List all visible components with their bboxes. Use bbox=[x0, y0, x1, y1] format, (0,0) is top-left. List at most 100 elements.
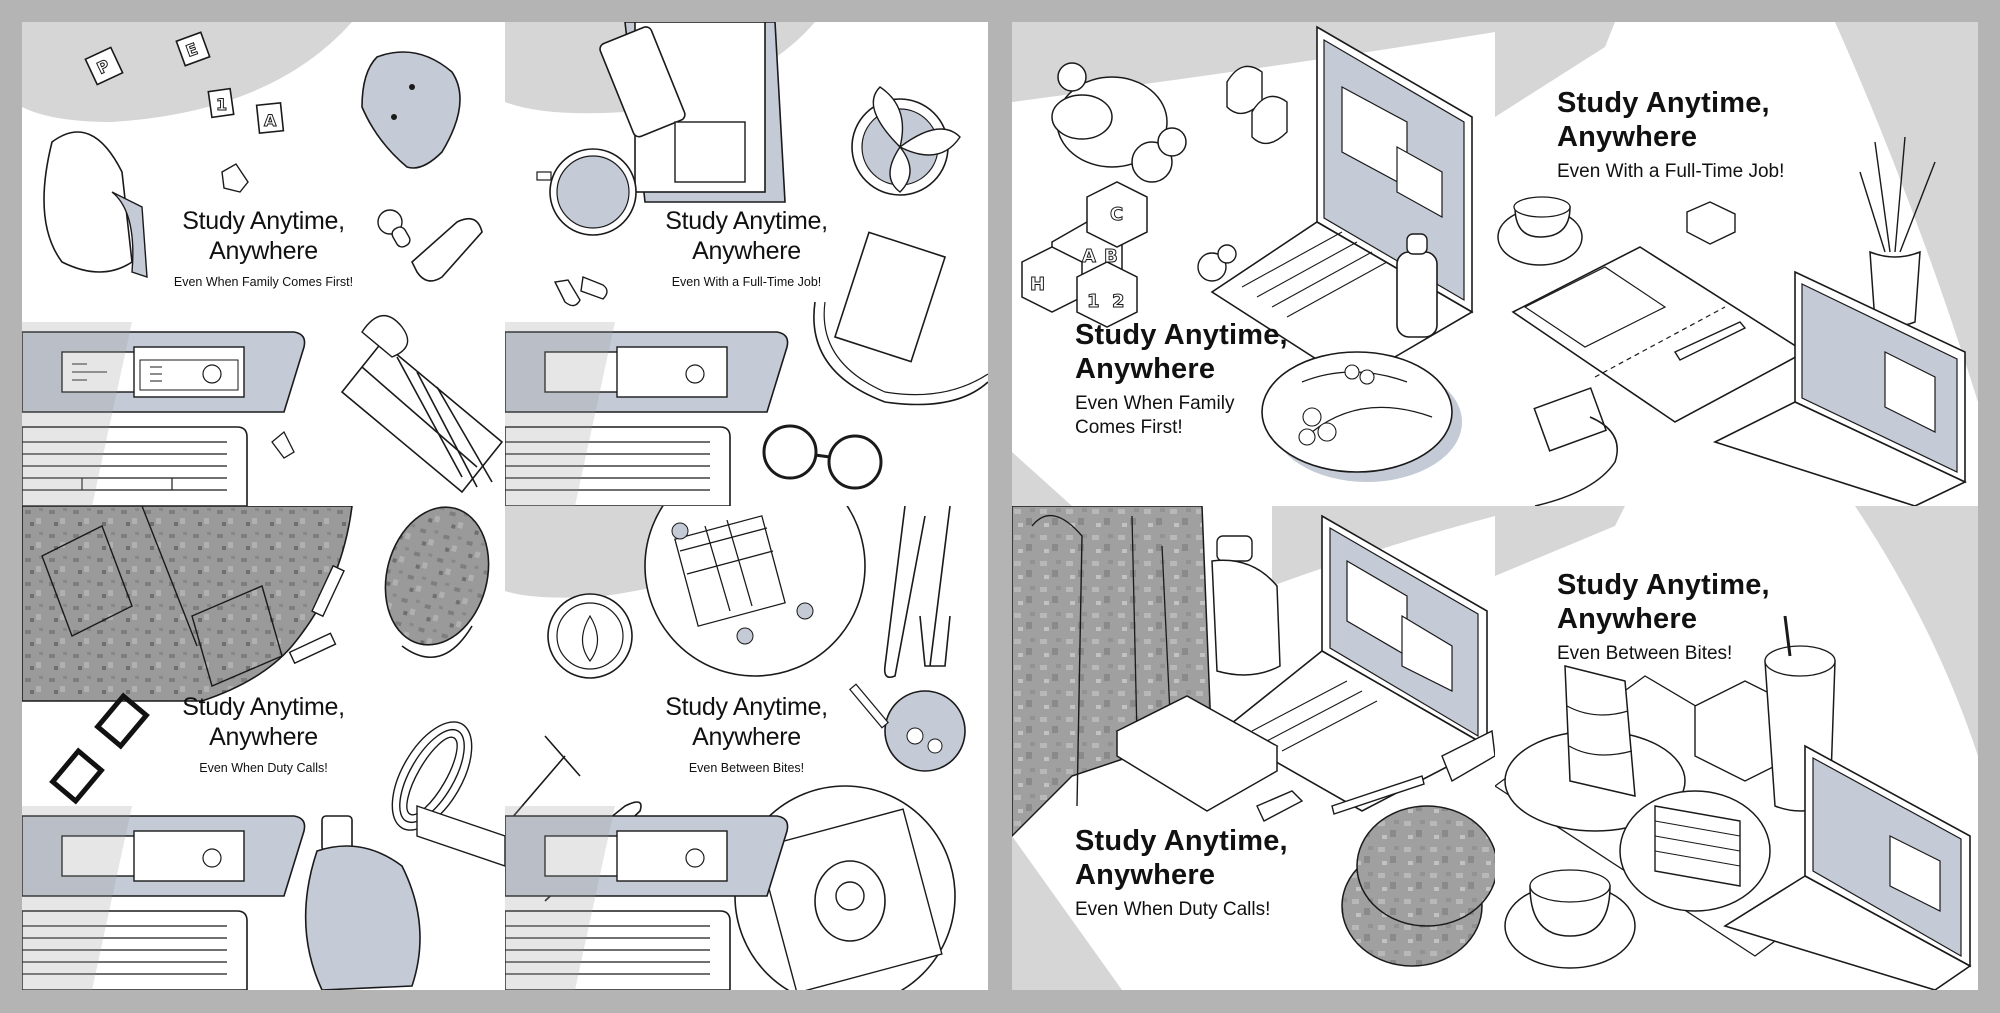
subtitle-line-1: Even With a Full-Time Job! bbox=[671, 275, 822, 289]
food-illustration bbox=[505, 506, 966, 990]
plant-pot-icon bbox=[1859, 136, 1936, 327]
subtitle: Even When Duty Calls! bbox=[1075, 898, 1395, 922]
fork-knife-icon bbox=[505, 735, 642, 902]
xylophone-icon bbox=[340, 340, 504, 494]
camo-cap-icon bbox=[384, 506, 490, 658]
earbuds-icon bbox=[553, 276, 608, 307]
smoothie-bowl-icon bbox=[849, 683, 966, 772]
knife-fork-icon bbox=[883, 506, 951, 679]
svg-text:A: A bbox=[1082, 246, 1096, 267]
smartphone-icon bbox=[599, 26, 686, 138]
svg-text:1: 1 bbox=[216, 95, 227, 114]
headline-line-1: Study Anytime, bbox=[1075, 319, 1288, 351]
panel-food-flat: Study Anytime, Anywhere Even Between Bit… bbox=[505, 506, 988, 990]
id-badge-lanyard-icon bbox=[813, 231, 988, 406]
latte-icon bbox=[547, 593, 633, 679]
divided-plate-icon bbox=[1261, 351, 1462, 482]
eyeglasses-icon bbox=[49, 692, 150, 805]
tea-cup-icon bbox=[1497, 196, 1583, 266]
sock-icon bbox=[221, 163, 249, 193]
headline-line-2: Anywhere bbox=[692, 237, 801, 265]
sunglasses-icon bbox=[762, 424, 883, 490]
toothbrush-icon bbox=[1441, 729, 1495, 783]
background-band bbox=[22, 22, 352, 122]
toy-plane-icon bbox=[1051, 62, 1187, 183]
subtitle: Even Between Bites! bbox=[505, 760, 988, 776]
subtitle: Even Between Bites! bbox=[1557, 642, 1877, 666]
mess-tin-icon bbox=[1115, 695, 1279, 812]
laptop-icon bbox=[1723, 744, 1972, 990]
coffee-cup-icon bbox=[536, 148, 637, 236]
headline: Study Anytime, Anywhere bbox=[1075, 824, 1395, 892]
family-illustration: P E 1 A bbox=[22, 22, 504, 506]
letter-blocks-glyphs: P E 1 A bbox=[93, 39, 277, 131]
letter-blocks-icon bbox=[84, 31, 285, 135]
panel-family-flat: P E 1 A bbox=[22, 22, 505, 506]
headline-line-1: Study Anytime, bbox=[182, 693, 345, 721]
military-illustration bbox=[22, 506, 505, 990]
food-isometric-illustration bbox=[1495, 506, 1978, 990]
subtitle-line-1: Even Between Bites! bbox=[688, 761, 805, 775]
laptop-icon bbox=[505, 806, 789, 990]
panel-military-flat: Study Anytime, Anywhere Even When Duty C… bbox=[22, 506, 505, 990]
subtitle-line-1: Even When Duty Calls! bbox=[1075, 899, 1271, 920]
baby-shoes-icon bbox=[1226, 65, 1288, 145]
subtitle: Even With a Full-Time Job! bbox=[1557, 160, 1877, 184]
subtitle-line-1: Even When Family Comes First! bbox=[173, 275, 354, 289]
headline-line-2: Anywhere bbox=[1557, 121, 1698, 153]
tubes-icon bbox=[288, 564, 345, 665]
svg-text:B: B bbox=[1104, 246, 1118, 267]
headline: Study Anytime, Anywhere bbox=[505, 692, 988, 752]
subtitle-line-1: Even Between Bites! bbox=[1557, 643, 1733, 664]
subtitle: Even When Family Comes First! bbox=[1075, 392, 1395, 440]
laptop-icon bbox=[22, 806, 306, 990]
camo-caps-icon bbox=[1341, 805, 1495, 967]
text-block: Study Anytime, Anywhere Even When Family… bbox=[1075, 318, 1395, 440]
headline-line-1: Study Anytime, bbox=[1557, 569, 1770, 601]
laptop-icon bbox=[1210, 25, 1474, 383]
pen-icon bbox=[1331, 775, 1425, 815]
id-badge-icon bbox=[1533, 387, 1608, 452]
note-icon bbox=[674, 121, 746, 183]
subtitle: Even With a Full-Time Job! bbox=[505, 274, 988, 290]
panel-job-flat: Study Anytime, Anywhere Even With a Full… bbox=[505, 22, 988, 506]
headline: Study Anytime, Anywhere bbox=[1075, 318, 1395, 386]
headline: Study Anytime, Anywhere bbox=[505, 206, 988, 266]
headline: Study Anytime, Anywhere bbox=[22, 206, 505, 266]
headline-line-1: Study Anytime, bbox=[1557, 87, 1770, 119]
egg-toast-plate-icon bbox=[734, 785, 956, 990]
headline-line-1: Study Anytime, bbox=[182, 207, 345, 235]
baby-bottle-icon bbox=[411, 217, 483, 282]
text-block: Study Anytime, Anywhere Even When Duty C… bbox=[22, 692, 505, 776]
headline-line-1: Study Anytime, bbox=[1075, 825, 1288, 857]
pacifier-icon bbox=[1197, 244, 1237, 282]
subtitle-line-1: Even With a Full-Time Job! bbox=[1557, 161, 1785, 182]
laptop-icon bbox=[1712, 270, 1967, 506]
svg-text:H: H bbox=[1030, 274, 1045, 295]
subtitle: Even When Family Comes First! bbox=[22, 274, 505, 290]
toothpaste-icon bbox=[1256, 790, 1304, 822]
iced-coffee-icon bbox=[1764, 615, 1836, 812]
svg-text:1: 1 bbox=[1087, 291, 1100, 312]
cappuccino-icon bbox=[1504, 869, 1636, 969]
subtitle: Even When Duty Calls! bbox=[22, 760, 505, 776]
panel-job-isometric: Study Anytime, Anywhere Even With a Full… bbox=[1495, 22, 1978, 506]
cake-slice-icon bbox=[1504, 665, 1686, 832]
headline-line-1: Study Anytime, bbox=[665, 207, 828, 235]
headline-line-2: Anywhere bbox=[692, 723, 801, 751]
pen-icon bbox=[1673, 321, 1747, 361]
baby-bottle-icon bbox=[1396, 233, 1438, 338]
text-block: Study Anytime, Anywhere Even With a Full… bbox=[1557, 86, 1877, 184]
panel-food-isometric: Study Anytime, Anywhere Even Between Bit… bbox=[1495, 506, 1978, 990]
text-block: Study Anytime, Anywhere Even With a Full… bbox=[505, 206, 988, 290]
laptop-icon bbox=[1220, 514, 1489, 812]
text-block: Study Anytime, Anywhere Even When Family… bbox=[22, 206, 505, 290]
headline-line-2: Anywhere bbox=[209, 723, 318, 751]
subtitle-line-2: Comes First! bbox=[1075, 417, 1183, 438]
headline: Study Anytime, Anywhere bbox=[22, 692, 505, 752]
job-illustration bbox=[505, 22, 988, 506]
